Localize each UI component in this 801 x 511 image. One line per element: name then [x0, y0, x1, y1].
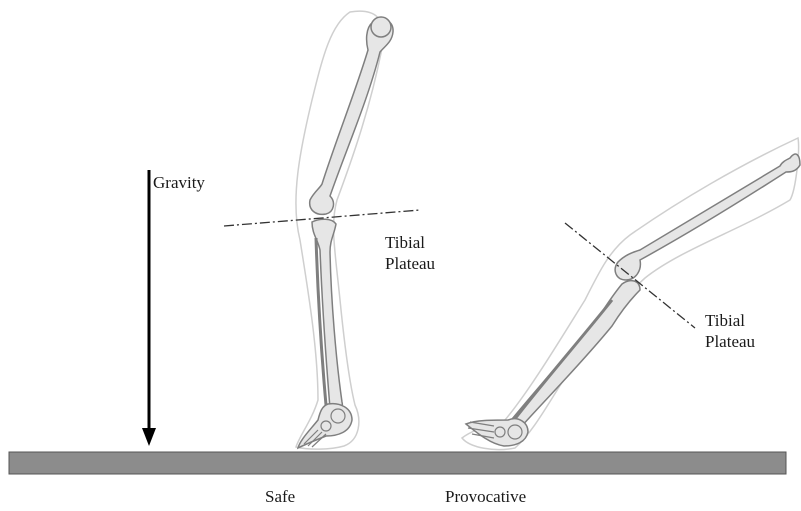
- provocative-leg: [462, 138, 800, 450]
- provocative-tibia: [508, 281, 640, 430]
- provocative-femur: [615, 154, 800, 280]
- provocative-caption: Provocative: [445, 486, 526, 507]
- gravity-arrowhead: [142, 428, 156, 446]
- safe-femur: [310, 19, 393, 214]
- safe-leg: [224, 11, 420, 449]
- tibial-plateau-label-safe-line2: Plateau: [385, 253, 435, 274]
- tibial-plateau-label-safe: Tibial Plateau: [385, 232, 435, 274]
- safe-caption: Safe: [265, 486, 295, 507]
- tibial-plateau-label-provocative-line2: Plateau: [705, 331, 755, 352]
- ground-platform: [9, 452, 786, 474]
- tibial-plateau-label-provocative-line1: Tibial: [705, 310, 755, 331]
- gravity-label: Gravity: [153, 172, 205, 193]
- tibial-plateau-label-provocative: Tibial Plateau: [705, 310, 755, 352]
- tibial-plateau-label-safe-line1: Tibial: [385, 232, 435, 253]
- provocative-fibula: [514, 300, 612, 420]
